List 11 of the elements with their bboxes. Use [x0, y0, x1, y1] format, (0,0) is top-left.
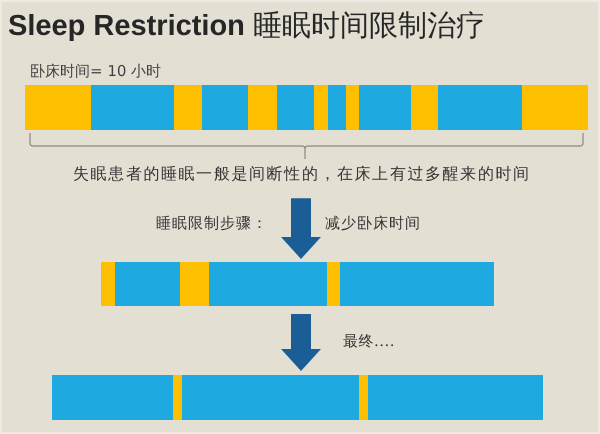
title: Sleep Restriction 睡眠时间限制治疗	[8, 9, 485, 44]
timeline-bar	[52, 375, 543, 420]
timeline-bar	[25, 85, 588, 130]
down-arrow	[281, 314, 321, 371]
down-arrow	[281, 198, 321, 259]
edge-label: 最终....	[343, 332, 396, 350]
timeline-bar	[101, 262, 494, 306]
description-text: 失眠患者的睡眠一般是间断性的，在床上有过多醒来的时间	[73, 164, 531, 184]
note-text: 睡眠限制步骤：	[156, 214, 268, 232]
bar-caption: 卧床时间= 10 小时	[30, 62, 162, 80]
edge-label: 减少卧床时间	[325, 214, 421, 232]
